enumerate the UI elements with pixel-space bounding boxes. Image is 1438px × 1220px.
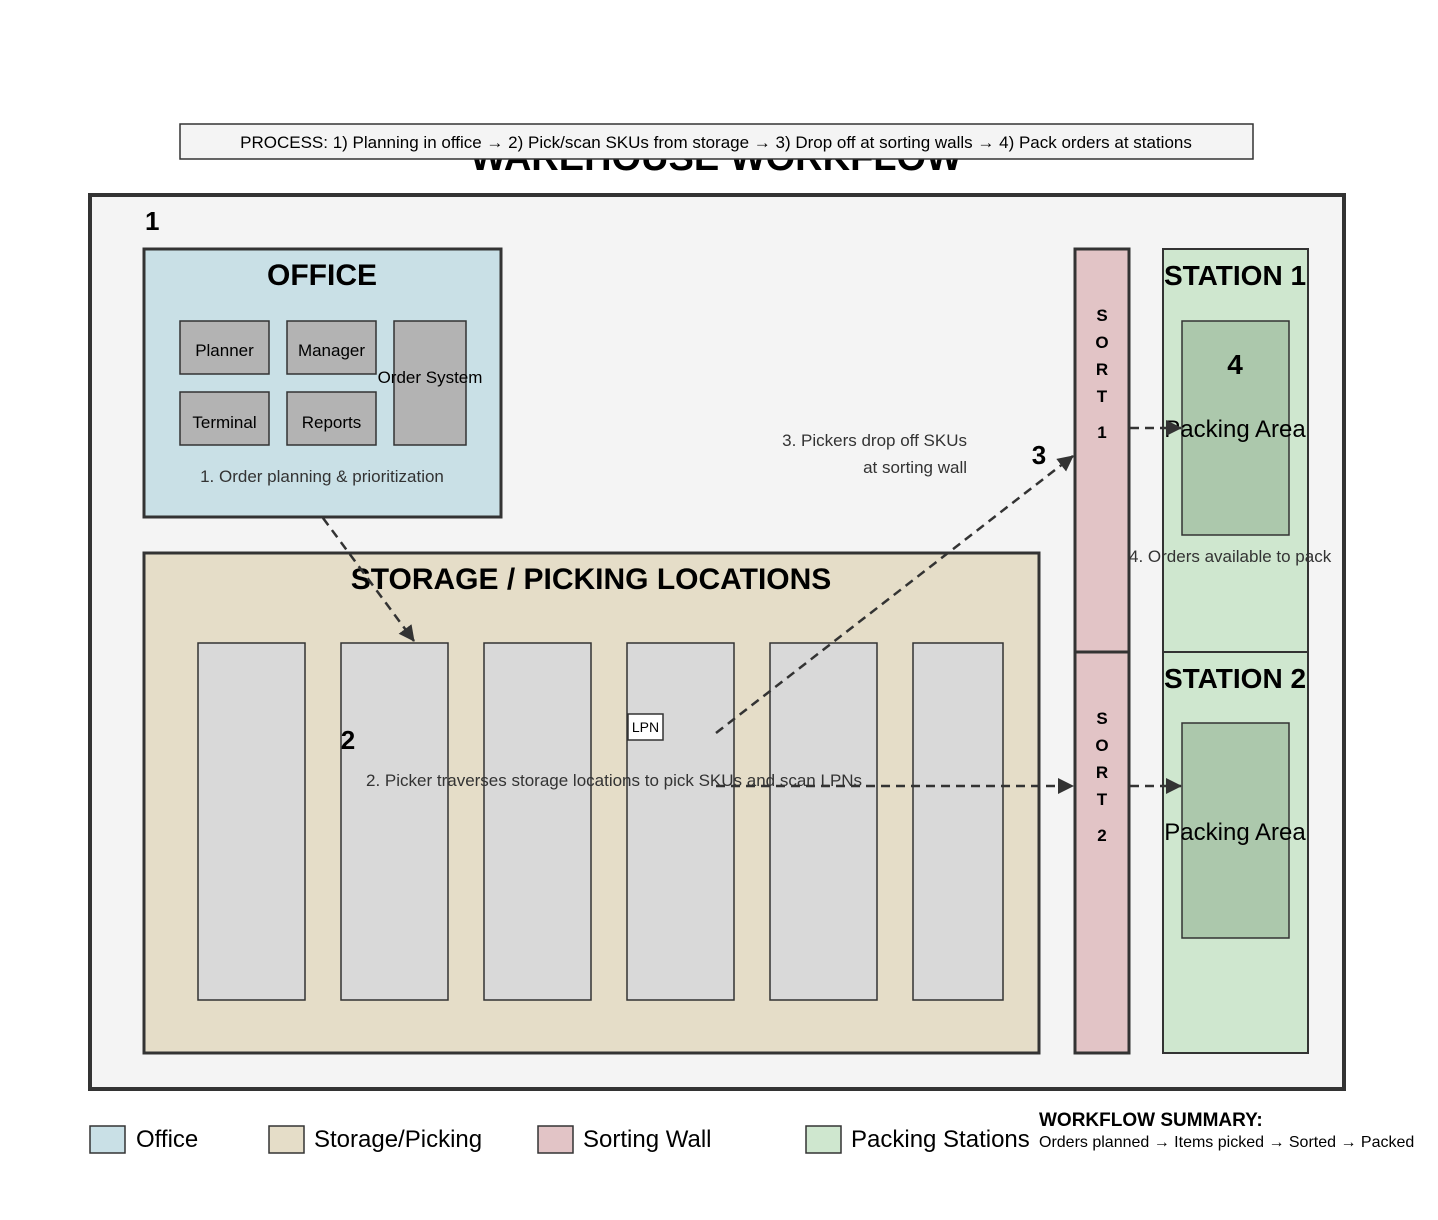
office-item-label: Manager: [298, 341, 365, 360]
summary-title: WORKFLOW SUMMARY:: [1039, 1110, 1263, 1131]
lpn-tag: [627, 713, 664, 741]
station-1-title: STATION 1: [1164, 260, 1306, 291]
legend-swatch-sorting: [537, 1125, 574, 1154]
order-system-label: Order System: [378, 368, 483, 387]
storage-rack: [197, 642, 306, 1001]
office-title: OFFICE: [267, 259, 377, 292]
station-1: STATION 1 4 Packing Area: [1162, 248, 1309, 653]
storage-caption: 2. Picker traverses storage locations to…: [366, 771, 862, 790]
legend-swatch-office: [89, 1125, 126, 1154]
office-item-label: Planner: [195, 341, 254, 360]
process-banner-text: PROCESS: 1) Planning in office → 2) Pick…: [240, 133, 1192, 152]
office-item-label: Terminal: [192, 413, 256, 432]
sort-wall-letter: T: [1097, 387, 1108, 406]
packing-area-2: [1181, 722, 1290, 939]
sorting-caption-line-2: at sorting wall: [863, 458, 967, 477]
summary-text: Orders planned → Items picked → Sorted →…: [1039, 1134, 1414, 1151]
sort-wall-2: [1073, 650, 1131, 1055]
sort-wall-letter: 1: [1097, 423, 1106, 442]
office-item-planner: [179, 320, 270, 375]
office-zone: OFFICE Planner Manager Terminal Reports …: [142, 247, 503, 519]
office-caption: 1. Order planning & prioritization: [200, 467, 444, 486]
packing-caption: 4. Orders available to pack: [1129, 547, 1332, 566]
station-2: STATION 2 Packing Area: [1162, 651, 1309, 1054]
storage-rack: [483, 642, 592, 1001]
lpn-label: LPN: [632, 719, 659, 735]
step-2-marker: 2: [341, 725, 355, 755]
sort-wall-letter: R: [1096, 763, 1108, 782]
office-item-label: Reports: [302, 413, 362, 432]
office-item-manager: [286, 320, 377, 375]
storage-zone: STORAGE / PICKING LOCATIONS LPN 2 2. Pic…: [142, 551, 1041, 1055]
station-2-title: STATION 2: [1164, 663, 1306, 694]
sort-wall-letter: T: [1097, 790, 1108, 809]
packing-area-1: [1181, 320, 1290, 536]
legend-label: Packing Stations: [851, 1126, 1030, 1153]
storage-rack: [769, 642, 878, 1001]
storage-rack: [340, 642, 449, 1001]
packing-area-2-label: Packing Area: [1164, 819, 1306, 846]
step-3-marker: 3: [1032, 440, 1046, 470]
sorting-caption-line-1: 3. Pickers drop off SKUs: [782, 431, 967, 450]
legend-label: Storage/Picking: [314, 1126, 482, 1153]
order-system-box: [393, 320, 467, 446]
arrow-storage-to-sort-1: [715, 455, 1074, 734]
legend-swatch-packing: [805, 1125, 842, 1154]
storage-title: STORAGE / PICKING LOCATIONS: [351, 563, 832, 596]
step-1-marker: 1: [145, 206, 159, 236]
storage-rack: [626, 642, 735, 1001]
sort-wall-letter: S: [1096, 709, 1107, 728]
sort-wall-letter: O: [1095, 333, 1108, 352]
legend-label: Office: [136, 1126, 198, 1153]
sort-wall-letter: R: [1096, 360, 1108, 379]
office-item-terminal: [179, 391, 270, 446]
sort-wall-letter: 2: [1097, 826, 1106, 845]
office-item-reports: [286, 391, 377, 446]
legend-label: Sorting Wall: [583, 1126, 711, 1153]
legend-swatch-storage: [268, 1125, 305, 1154]
step-4-marker: 4: [1227, 349, 1243, 380]
arrow-office-to-storage: [321, 517, 416, 642]
packing-area-1-label: Packing Area: [1164, 416, 1306, 443]
storage-rack: [912, 642, 1004, 1001]
legend: Office Storage/Picking Sorting Wall Pack…: [89, 1125, 1030, 1154]
sort-wall-letter: O: [1095, 736, 1108, 755]
sort-wall-letter: S: [1096, 306, 1107, 325]
process-banner: [179, 123, 1254, 160]
